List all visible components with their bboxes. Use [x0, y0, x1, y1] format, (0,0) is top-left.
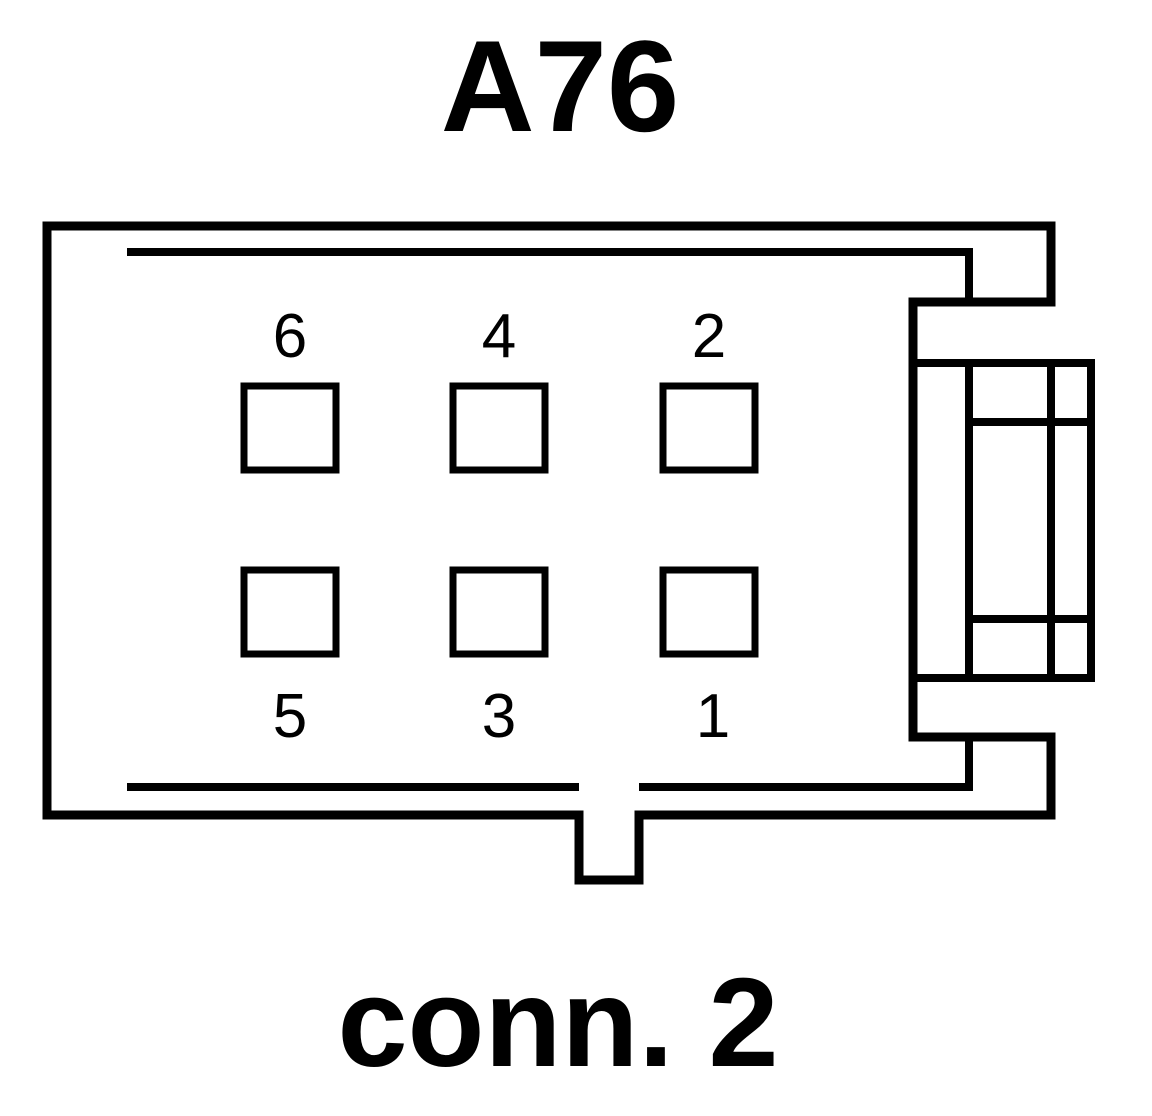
- pin-number-label: 6: [273, 302, 307, 371]
- pin-5: 5: [240, 566, 340, 751]
- connector-outer-housing: [42, 221, 1056, 885]
- connector-inner-cavity: [127, 248, 973, 791]
- connector-id-title: A76: [441, 13, 679, 159]
- pin-number-label: 5: [273, 682, 307, 751]
- pin-number-label: 2: [692, 302, 726, 371]
- pin-1: 1: [659, 566, 759, 751]
- latch-upper-tab: [965, 359, 1095, 426]
- pin-4: 4: [449, 302, 549, 474]
- pin-2: 2: [659, 302, 759, 474]
- latch-frame: [909, 359, 1095, 682]
- pin-socket: [659, 382, 759, 474]
- pin-number-label: 4: [482, 302, 516, 371]
- connector-caption: conn. 2: [337, 952, 778, 1093]
- pin-socket: [240, 382, 340, 474]
- pin-6: 6: [240, 302, 340, 474]
- pin-socket: [449, 566, 549, 658]
- pin-number-label: 1: [696, 682, 730, 751]
- pin-socket: [449, 382, 549, 474]
- latch-mechanism: [909, 359, 1095, 682]
- pin-number-label: 3: [482, 682, 516, 751]
- pin-socket: [240, 566, 340, 658]
- latch-lower-tab: [965, 615, 1095, 682]
- pin-socket: [659, 566, 759, 658]
- pin-3: 3: [449, 566, 549, 751]
